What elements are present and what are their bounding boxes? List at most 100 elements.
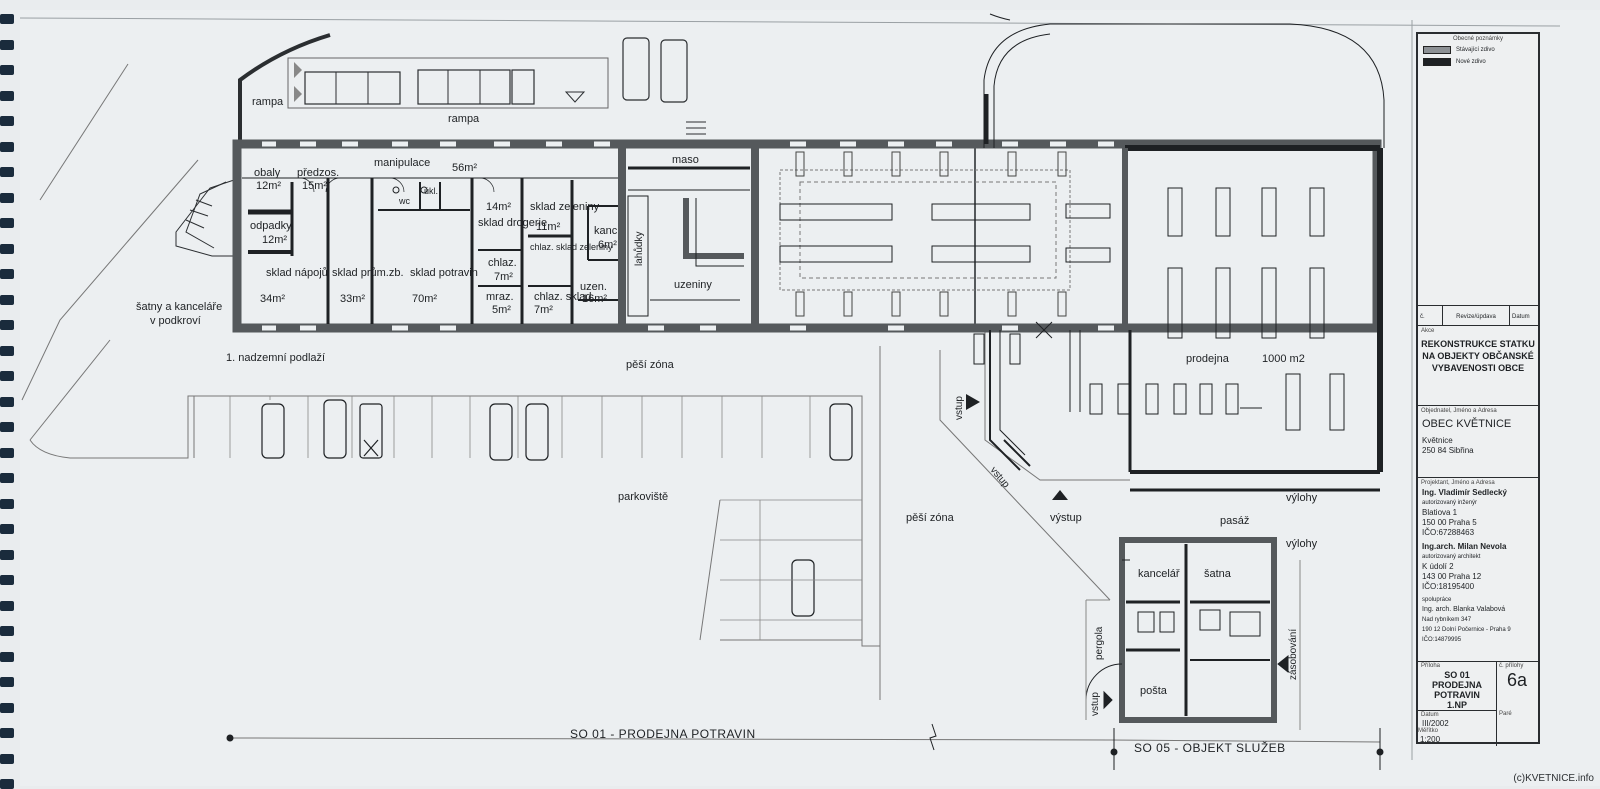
drawing-info-panel: Příloha SO 01 PRODEJNA POTRAVIN 1.NP Dat… xyxy=(1418,662,1538,746)
legend-title: Obecné poznámky xyxy=(1452,36,1504,42)
label-nadzemni: 1. nadzemní podlaží xyxy=(226,352,325,364)
rampa-area xyxy=(238,33,706,140)
room-prodejna: prodejna xyxy=(1186,353,1230,365)
date-value: III/2002 xyxy=(1422,719,1449,728)
interior-partitions xyxy=(242,177,618,324)
sheet-number: 6a xyxy=(1506,670,1528,690)
designer1-role: autorizovaný inženýr xyxy=(1422,500,1478,506)
room-manipulace: manipulace xyxy=(374,157,430,169)
label-satny: šatny a kanceláře xyxy=(136,301,222,313)
designer2-addr1: K údolí 2 xyxy=(1422,562,1454,571)
label-pergola: pergola xyxy=(1094,626,1105,660)
room-kanc-area: 6m² xyxy=(598,239,617,251)
binding-ring xyxy=(0,141,14,152)
designer1-addr1: Blatiova 1 xyxy=(1422,508,1458,517)
label-rampa-top: rampa xyxy=(448,113,480,125)
room-sklad-napoju-area: 34m² xyxy=(260,293,285,305)
label-vyklohy-1: výlohy xyxy=(1286,492,1318,504)
label-podkrovi: v podkroví xyxy=(150,315,201,327)
legend-existing-label: Stávající zdivo xyxy=(1456,47,1495,53)
room-manipulace-area: 56m² xyxy=(452,162,477,174)
deli-block xyxy=(627,166,750,317)
watermark: (c)KVETNICE.info xyxy=(1513,773,1594,784)
label-satna: šatna xyxy=(1204,568,1232,580)
designer-panel: Projektant, Jméno a Adresa Ing. Vladimír… xyxy=(1418,478,1538,662)
plan-labels: rampa rampa obaly 12m² předzos. 15m² man… xyxy=(136,96,1318,755)
part-label: Paré xyxy=(1499,711,1512,717)
so05-building xyxy=(1085,537,1301,730)
room-obaly: obaly xyxy=(254,167,281,179)
room-uzen: uzen. xyxy=(580,281,607,293)
drawing-name2: POTRAVIN xyxy=(1434,690,1480,700)
room-sklad-drogerie-area: 14m² xyxy=(486,201,511,213)
binding-ring xyxy=(0,218,14,228)
parking-cars xyxy=(229,396,862,640)
access-road-arc xyxy=(983,23,1385,148)
drawing-label: Příloha xyxy=(1421,663,1441,669)
binding-ring xyxy=(0,269,14,279)
designer3-name: Ing. arch. Blanka Valabová xyxy=(1422,606,1506,613)
middle-hall xyxy=(779,151,1111,317)
room-obaly-area: 12m² xyxy=(256,180,281,192)
room-chlaz: chlaz. xyxy=(488,257,517,269)
label-vystup: výstup xyxy=(1050,512,1082,524)
binding-ring xyxy=(0,116,14,126)
investor-addr2: 250 84 Sibřina xyxy=(1422,446,1474,455)
rev-col-desc: Revize/úpdava xyxy=(1443,306,1510,325)
label-pesi-zona-bottom: pěší zóna xyxy=(906,512,955,524)
label-posta: pošta xyxy=(1140,685,1168,697)
room-chlaz-sklad-area: 7m² xyxy=(534,304,553,316)
binding-ring xyxy=(0,524,14,534)
legend-new-label: Nové zdivo xyxy=(1456,59,1486,65)
room-sklad-zeleniny-area: 11m² xyxy=(536,221,561,233)
binding-ring xyxy=(0,65,14,75)
entrance-markers xyxy=(966,394,1068,500)
room-uzen-area: 16m² xyxy=(582,293,607,305)
rev-col-date: Datum xyxy=(1512,314,1530,320)
drawing-name3: 1.NP xyxy=(1446,700,1467,710)
binding-ring xyxy=(0,294,14,305)
designer3-addr1: Nad rybníkem 347 xyxy=(1422,617,1472,623)
room-sklad-prum: sklad prům.zb. xyxy=(332,267,404,279)
designer3-ico: IČO:14879995 xyxy=(1422,637,1462,643)
drawing-code: SO 01 xyxy=(1444,670,1470,680)
binding-ring xyxy=(0,39,14,50)
binding-ring xyxy=(0,422,14,432)
designer3-addr2: 190 12 Dolní Počernice - Praha 9 xyxy=(1422,627,1511,633)
room-lahudky: lahůdky xyxy=(633,232,645,266)
shop-shelves xyxy=(973,13,1345,471)
investor-panel: Objednatel, Jméno a Adresa OBEC KVĚTNICE… xyxy=(1418,406,1538,478)
legend-panel: Obecné poznámky Stávající zdivo Nové zdi… xyxy=(1418,34,1538,306)
designer-label: Projektant, Jméno a Adresa xyxy=(1421,480,1495,486)
akce-label: Akce xyxy=(1421,328,1435,334)
label-pasaz: pasáž xyxy=(1220,515,1249,527)
designer1-name: Ing. Vladimír Sedlecký xyxy=(1422,488,1507,497)
room-sklad-drogerie: sklad drogerie xyxy=(478,217,547,229)
binding-ring xyxy=(0,498,14,509)
label-pesi-zona-top: pěší zóna xyxy=(626,359,675,371)
binding-ring xyxy=(0,626,14,636)
binding-ring xyxy=(0,371,14,381)
label-so01: SO 01 - PRODEJNA POTRAVIN xyxy=(570,727,756,741)
label-vstup-left: vstup xyxy=(954,396,965,420)
label-parkoviste: parkoviště xyxy=(618,491,668,503)
room-odpadky: odpadky xyxy=(250,220,292,232)
room-predzos-area: 15m² xyxy=(302,180,327,192)
binding-ring xyxy=(0,651,14,662)
legend-new: Nové zdivo xyxy=(1418,56,1538,68)
room-sklad-napoju: sklad nápojů xyxy=(266,267,328,279)
title-block: Obecné poznámky Stávající zdivo Nové zdi… xyxy=(1416,32,1540,746)
room-sklad-potravin-area: 70m² xyxy=(412,293,437,305)
room-chlaz-area: 7m² xyxy=(494,271,513,283)
rev-col-no: č. xyxy=(1418,306,1443,325)
binding-ring xyxy=(0,90,14,101)
designer2-ico: IČO:18195400 xyxy=(1422,582,1475,591)
binding-ring xyxy=(0,702,14,713)
axis-markers xyxy=(226,723,1384,770)
binding-ring xyxy=(0,192,14,203)
binding-ring xyxy=(0,320,14,330)
legend-existing: Stávající zdivo xyxy=(1418,44,1538,56)
binding-ring xyxy=(0,447,14,458)
scale-label: Měřítko xyxy=(1418,728,1439,734)
